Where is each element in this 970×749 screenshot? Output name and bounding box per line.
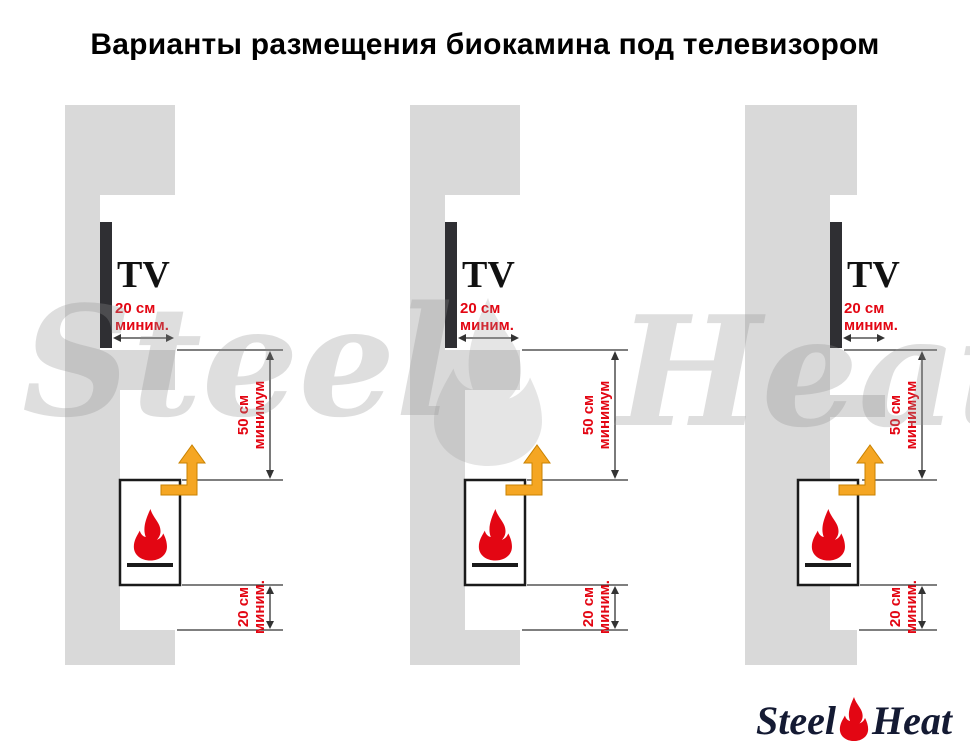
svg-text:миним.: миним. bbox=[903, 580, 920, 634]
diagram-variant-1: TV 20 см миним. 50 см минимум bbox=[55, 95, 290, 680]
svg-text:минимум: минимум bbox=[903, 381, 920, 450]
tv-screen bbox=[830, 222, 842, 348]
burner-line bbox=[127, 563, 173, 567]
svg-text:минимум: минимум bbox=[596, 381, 613, 450]
flame-icon bbox=[133, 509, 167, 561]
logo-steel: Steel bbox=[756, 698, 837, 743]
svg-text:миним.: миним. bbox=[844, 317, 898, 334]
logo-flame-icon bbox=[839, 697, 869, 741]
burner-line bbox=[805, 563, 851, 567]
svg-text:50 см: 50 см bbox=[235, 395, 252, 435]
floor-gap-dimension: 20 см миним. bbox=[522, 580, 628, 634]
svg-text:20 см: 20 см bbox=[887, 587, 904, 627]
burner-line bbox=[472, 563, 518, 567]
wall-profile bbox=[65, 105, 175, 665]
brand-logo: Steel Heat bbox=[756, 697, 952, 741]
flame-icon bbox=[478, 509, 512, 561]
tv-depth-dimension: 20 см миним. bbox=[843, 300, 898, 342]
svg-text:20 см: 20 см bbox=[580, 587, 597, 627]
tv-label: TV bbox=[117, 254, 170, 296]
svg-text:20 см: 20 см bbox=[844, 300, 884, 317]
fireplace-gap-dimension: 50 см минимум bbox=[522, 349, 628, 481]
wall-profile bbox=[745, 105, 885, 665]
tv-depth-dimension: 20 см миним. bbox=[458, 300, 519, 342]
tv-depth-dimension: 20 см миним. bbox=[113, 300, 174, 342]
flame-icon bbox=[811, 509, 845, 561]
heat-flow-arrow-icon bbox=[838, 444, 884, 496]
heat-flow-arrow-icon bbox=[505, 444, 551, 496]
svg-text:миним.: миним. bbox=[251, 580, 268, 634]
diagram-variant-2: TV 20 см миним. 50 см минимум bbox=[400, 95, 635, 680]
svg-text:минимум: минимум bbox=[251, 381, 268, 450]
heat-flow-arrow-icon bbox=[160, 444, 206, 496]
svg-text:миним.: миним. bbox=[596, 580, 613, 634]
floor-gap-dimension: 20 см миним. bbox=[177, 580, 283, 634]
wall-profile bbox=[410, 105, 520, 665]
svg-text:20 см: 20 см bbox=[115, 300, 155, 317]
tv-label: TV bbox=[462, 254, 515, 296]
fireplace-gap-dimension: 50 см минимум bbox=[844, 349, 937, 481]
page-title: Варианты размещения биокамина под телеви… bbox=[90, 28, 880, 61]
fireplace-gap-dimension: 50 см минимум bbox=[177, 349, 283, 481]
tv-screen bbox=[100, 222, 112, 348]
svg-text:50 см: 50 см bbox=[580, 395, 597, 435]
diagram-variant-3: TV 20 см миним. 50 см минимум bbox=[740, 95, 970, 680]
logo-heat: Heat bbox=[872, 698, 952, 743]
svg-text:миним.: миним. bbox=[115, 317, 169, 334]
svg-text:20 см: 20 см bbox=[460, 300, 500, 317]
floor-gap-dimension: 20 см миним. bbox=[859, 580, 937, 634]
svg-text:миним.: миним. bbox=[460, 317, 514, 334]
tv-screen bbox=[445, 222, 457, 348]
tv-label: TV bbox=[847, 254, 900, 296]
svg-text:50 см: 50 см bbox=[887, 395, 904, 435]
svg-text:20 см: 20 см bbox=[235, 587, 252, 627]
